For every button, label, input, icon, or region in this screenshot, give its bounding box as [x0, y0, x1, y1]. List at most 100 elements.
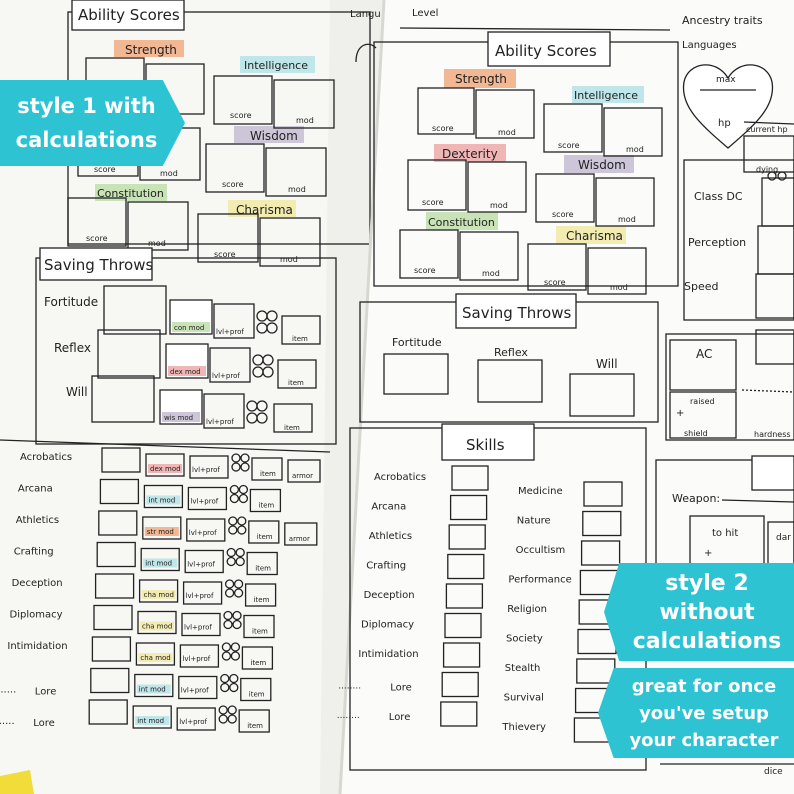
constitution-score-box[interactable]: [67, 197, 127, 247]
right-skill-box[interactable]: [583, 481, 623, 507]
right-skill-box[interactable]: [582, 510, 622, 537]
left-skill-prof-box[interactable]: [178, 675, 218, 700]
prof-circle-icon[interactable]: [256, 400, 268, 412]
left-skill-item-box[interactable]: [246, 551, 278, 576]
left-skill-item-box[interactable]: [244, 583, 277, 607]
prof-circle-icon[interactable]: [233, 579, 244, 589]
prof-circle-icon[interactable]: [218, 705, 228, 715]
prof-circle-icon[interactable]: [218, 714, 228, 724]
prof-circle-icon[interactable]: [256, 412, 268, 424]
right-skill-box[interactable]: [442, 642, 481, 668]
prof-circle-icon[interactable]: [231, 453, 241, 463]
left-skill-total-box[interactable]: [98, 510, 138, 536]
prof-circle-icon[interactable]: [221, 642, 232, 652]
left-skill-mod-box[interactable]: [142, 516, 182, 540]
left-skill-mod-box[interactable]: [145, 453, 185, 477]
left-fortitude-total[interactable]: [103, 285, 167, 335]
prof-circle-icon[interactable]: [227, 714, 237, 724]
prof-circle-icon[interactable]: [228, 525, 238, 535]
right-skill-box[interactable]: [447, 553, 485, 580]
right-charisma-score[interactable]: [527, 243, 587, 291]
ac-side-box[interactable]: [755, 329, 794, 365]
prof-circle-icon[interactable]: [262, 366, 274, 378]
prof-circle-icon[interactable]: [237, 516, 247, 526]
prof-circle-icon[interactable]: [266, 322, 278, 334]
prof-circle-icon[interactable]: [220, 673, 230, 684]
prof-circle-icon[interactable]: [235, 556, 245, 567]
intelligence-mod-box[interactable]: [273, 79, 335, 129]
prof-circle-icon[interactable]: [226, 556, 236, 567]
prof-circle-icon[interactable]: [232, 610, 242, 621]
right-intelligence-mod[interactable]: [603, 107, 663, 157]
right-strength-score[interactable]: [417, 87, 475, 135]
prof-circle-icon[interactable]: [230, 642, 241, 652]
right-strength-mod[interactable]: [475, 89, 535, 139]
left-skill-item-box[interactable]: [243, 614, 275, 639]
prof-circle-icon[interactable]: [220, 682, 230, 693]
prof-circle-icon[interactable]: [233, 588, 244, 598]
prof-circle-icon[interactable]: [230, 651, 241, 661]
prof-circle-icon[interactable]: [231, 462, 241, 472]
left-skill-prof-box[interactable]: [189, 455, 229, 479]
prof-circle-icon[interactable]: [235, 547, 245, 558]
prof-circle-icon[interactable]: [226, 547, 236, 558]
prof-circle-icon[interactable]: [229, 673, 239, 684]
prof-circle-icon[interactable]: [240, 453, 250, 463]
left-reflex-prof[interactable]: [209, 347, 251, 383]
prof-circle-icon[interactable]: [221, 651, 232, 661]
left-skill-item-box[interactable]: [238, 709, 270, 733]
left-skill-mod-box[interactable]: [143, 484, 184, 509]
prof-circle-icon[interactable]: [224, 588, 235, 598]
dying-circle-icon[interactable]: [777, 171, 787, 181]
left-skill-total-box[interactable]: [96, 541, 136, 568]
speed-box[interactable]: [755, 273, 794, 319]
prof-circle-icon[interactable]: [237, 525, 247, 535]
left-skill-item-box[interactable]: [249, 488, 282, 513]
left-skill-total-box[interactable]: [99, 478, 140, 505]
left-reflex-item[interactable]: [277, 359, 317, 389]
prof-circle-icon[interactable]: [229, 493, 240, 504]
right-skill-box[interactable]: [580, 540, 621, 566]
right-charisma-mod[interactable]: [587, 247, 647, 295]
right-skill-box[interactable]: [449, 494, 488, 521]
right-constitution-mod[interactable]: [459, 231, 519, 281]
right-skill-box[interactable]: [448, 524, 486, 550]
left-skill-total-box[interactable]: [94, 573, 135, 599]
left-skill-item-box[interactable]: [240, 677, 272, 702]
constitution-mod-box[interactable]: [127, 201, 189, 251]
left-skill-armor-box[interactable]: [287, 459, 321, 483]
right-dexterity-score[interactable]: [407, 159, 467, 211]
left-skill-armor-box[interactable]: [284, 522, 318, 546]
left-skill-prof-box[interactable]: [184, 549, 224, 574]
prof-circle-icon[interactable]: [224, 579, 235, 589]
left-skill-prof-box[interactable]: [187, 486, 228, 511]
left-skill-prof-box[interactable]: [186, 518, 226, 542]
left-will-total[interactable]: [91, 375, 155, 423]
left-skill-mod-box[interactable]: [134, 673, 174, 698]
left-fortitude-item[interactable]: [281, 315, 321, 345]
right-reflex-box[interactable]: [477, 359, 543, 403]
prof-circle-icon[interactable]: [232, 619, 242, 630]
left-skill-mod-box[interactable]: [138, 579, 179, 603]
left-skill-item-box[interactable]: [251, 457, 283, 481]
right-constitution-score[interactable]: [399, 229, 459, 279]
left-skill-mod-box[interactable]: [135, 642, 176, 666]
left-skill-total-box[interactable]: [101, 447, 141, 473]
left-skill-total-box[interactable]: [88, 699, 128, 725]
right-wisdom-mod[interactable]: [595, 177, 655, 227]
left-will-item[interactable]: [273, 403, 313, 433]
prof-circle-icon[interactable]: [223, 610, 233, 621]
prof-circle-icon[interactable]: [223, 619, 233, 630]
left-skill-prof-box[interactable]: [182, 581, 223, 605]
left-will-prof[interactable]: [203, 393, 245, 429]
charisma-mod-box[interactable]: [259, 217, 321, 267]
prof-circle-icon[interactable]: [229, 682, 239, 693]
left-skill-prof-box[interactable]: [181, 612, 221, 637]
right-wisdom-score[interactable]: [535, 173, 595, 223]
intelligence-score-box[interactable]: [213, 75, 273, 125]
dying-circle-icon[interactable]: [767, 171, 777, 181]
shield-box[interactable]: [669, 391, 737, 439]
left-skill-item-box[interactable]: [241, 646, 274, 670]
charisma-score-box[interactable]: [197, 213, 259, 263]
prof-circle-icon[interactable]: [240, 462, 250, 472]
